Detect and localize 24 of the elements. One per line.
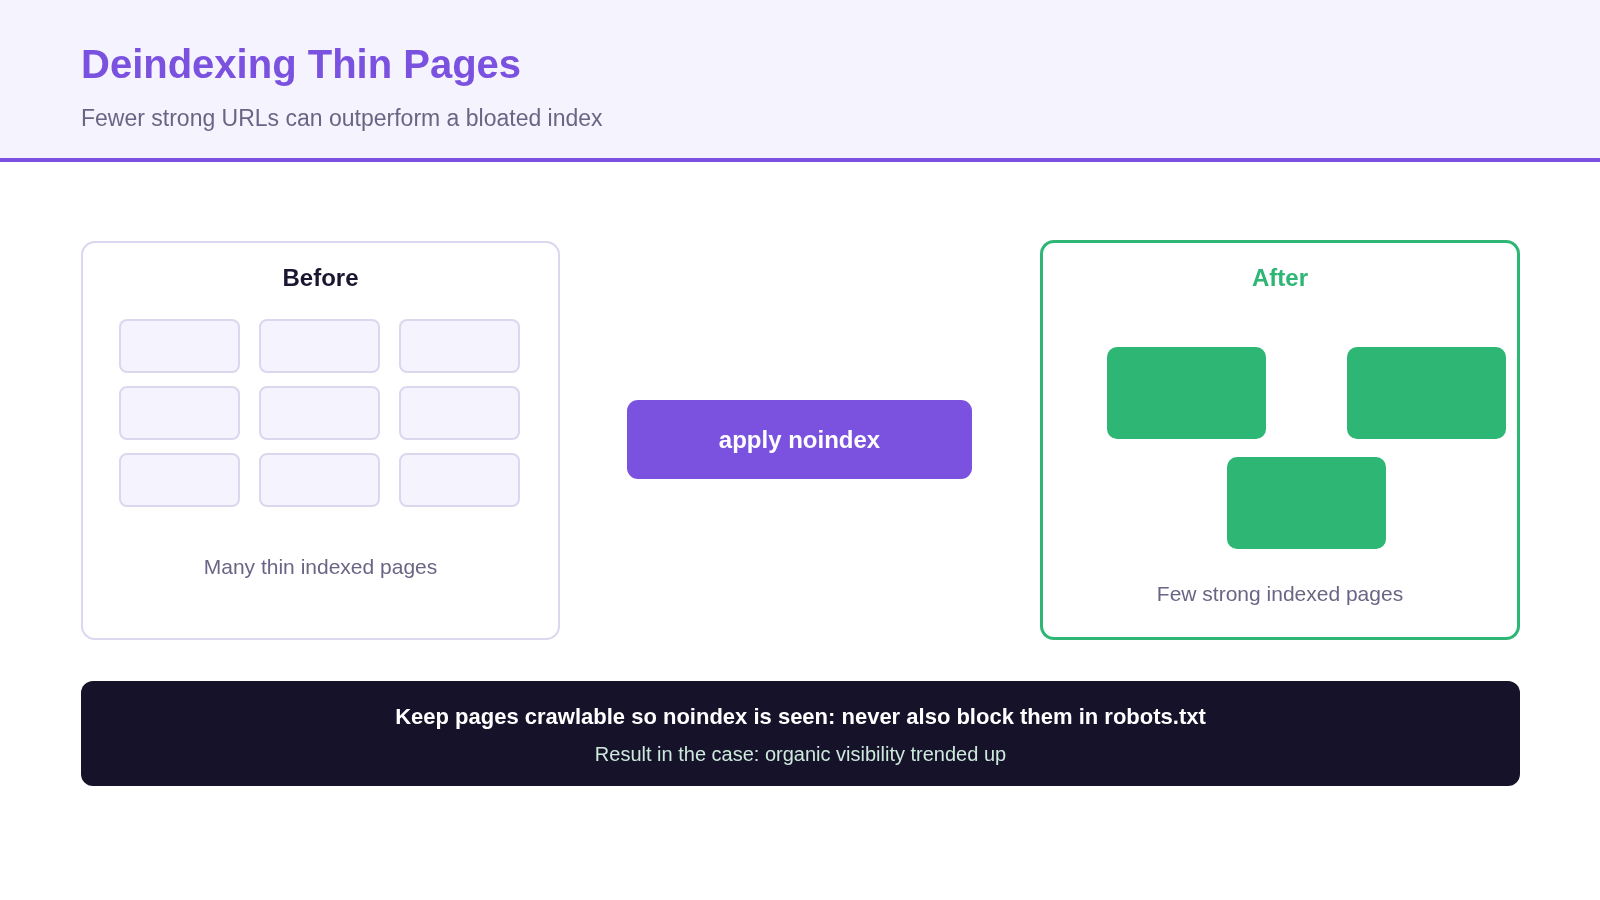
- action-button: apply noindex: [627, 400, 972, 479]
- page-subtitle: Fewer strong URLs can outperform a bloated index: [81, 104, 603, 132]
- note-banner: [81, 681, 1520, 786]
- page-tile: [259, 319, 380, 373]
- panel-caption: Many thin indexed pages: [203, 554, 438, 580]
- note-heading: Keep pages crawlable so noindex is seen: never also block them in robots.txt: [395, 702, 1206, 730]
- page-tile: [399, 453, 520, 507]
- panel-caption: Few strong indexed pages: [1156, 581, 1404, 607]
- page-title: Deindexing Thin Pages: [81, 41, 522, 88]
- page-tile: [1227, 457, 1386, 549]
- panel-card: [81, 241, 560, 640]
- page-tile: [1107, 347, 1266, 439]
- note-text: Result in the case: organic visibility trended up: [594, 741, 1007, 767]
- panel-heading: After: [1252, 263, 1308, 293]
- page-tile: [399, 386, 520, 440]
- page-tile: [119, 319, 240, 373]
- panel-card: [1040, 240, 1520, 640]
- page-tile: [119, 453, 240, 507]
- panel-heading: Before: [282, 263, 359, 293]
- page-tile: [259, 453, 380, 507]
- page-tile: [399, 319, 520, 373]
- page-tile: [1347, 347, 1506, 439]
- page-tile: [259, 386, 380, 440]
- page-tile: [119, 386, 240, 440]
